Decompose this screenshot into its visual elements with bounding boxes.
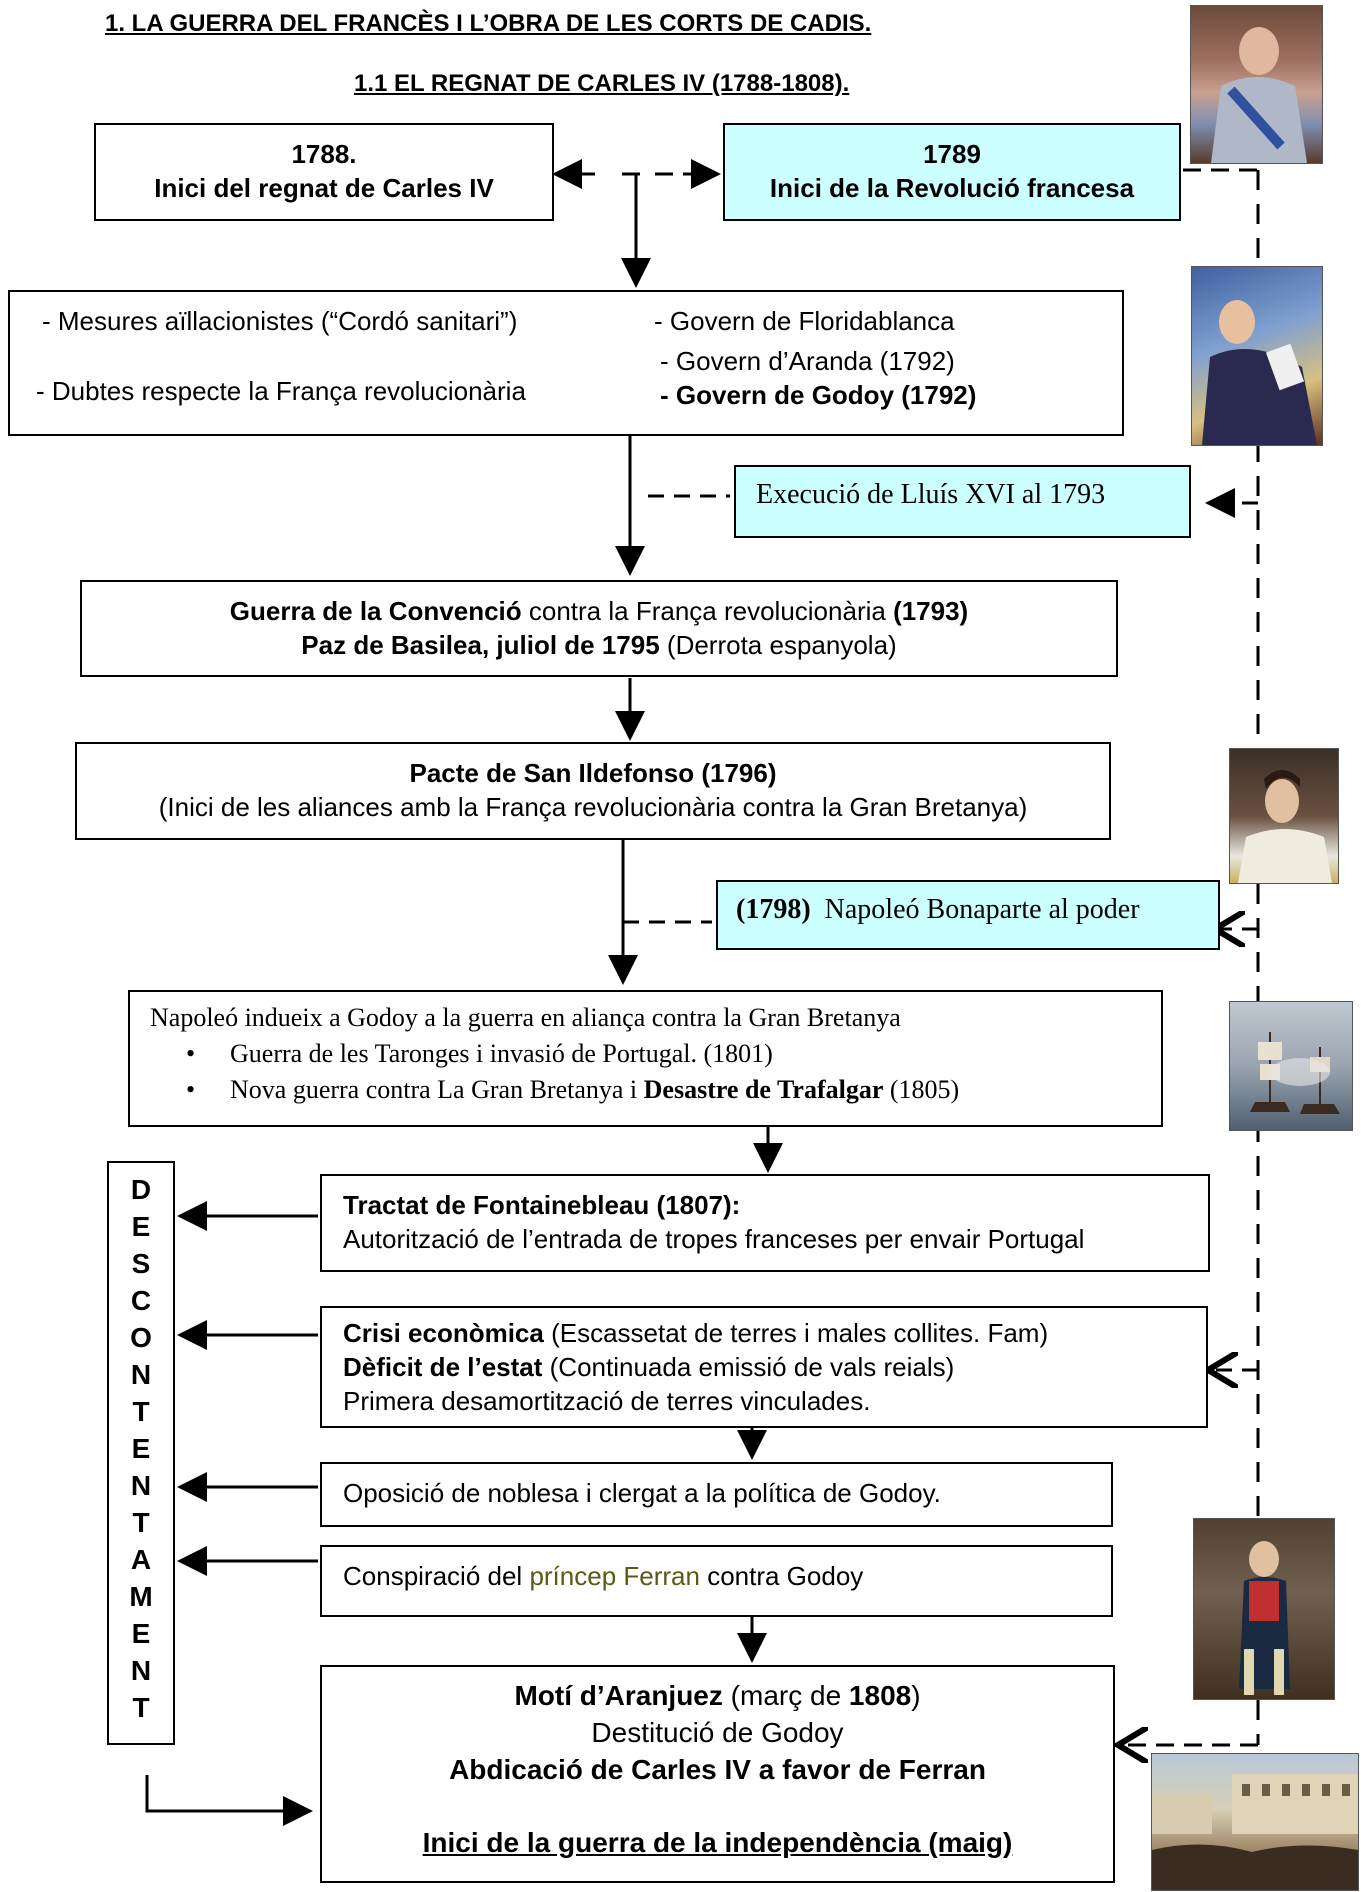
independence-war-start: Inici de la guerra de la independència (… <box>422 1827 1013 1858</box>
box-1788-text: Inici del regnat de Carles IV <box>154 173 494 203</box>
convention-war-desc: contra la França revolucionària <box>521 596 894 626</box>
convention-war-title: Guerra de la Convenció <box>229 596 522 626</box>
crisis-economic: Crisi econòmica <box>343 1318 544 1348</box>
box-measures: - Mesures aïllacionistes (“Cordó sanitar… <box>8 290 1124 436</box>
discontent-letter: T <box>132 1692 150 1723</box>
aranjuez-year: 1808 <box>848 1680 912 1711</box>
box-godoy-war: Napoleó indueix a Godoy a la guerra en a… <box>128 990 1163 1127</box>
conspiracy-text-start: Conspiració del <box>343 1561 530 1591</box>
measures-left-2: - Dubtes respecte la França revolucionàr… <box>36 376 526 406</box>
discontent-letter: E <box>131 1211 151 1242</box>
godoy-war-intro: Napoleó indueix a Godoy a la guerra en a… <box>150 1003 901 1032</box>
portrait-ferran-vii-image <box>1193 1518 1335 1700</box>
carles-abdication: Abdicació de Carles IV a favor de Ferran <box>449 1754 986 1785</box>
box-conspiracy: Conspiració del príncep Ferran contra Go… <box>320 1545 1113 1617</box>
crisis-deficit: Dèficit de l’estat <box>343 1352 543 1382</box>
box-convention-war: Guerra de la Convenció contra la França … <box>80 580 1118 677</box>
discontent-letter: N <box>130 1359 152 1390</box>
aranjuez-date-prefix: (març de <box>722 1680 849 1711</box>
basel-peace: Paz de Basilea, juliol de 1795 <box>301 630 660 660</box>
box-1789-year: 1789 <box>923 139 981 169</box>
box-1789-french-revolution: 1789 Inici de la Revolució francesa <box>723 123 1181 221</box>
box-fontainebleau: Tractat de Fontainebleau (1807): Autorit… <box>320 1174 1210 1272</box>
trafalgar-battle-image <box>1229 1001 1353 1131</box>
godoy-war-item-trafalgar: Nova guerra contra La Gran Bretanya i De… <box>130 1072 1161 1108</box>
discontent-letter: A <box>130 1544 152 1575</box>
box-1788-reign-start: 1788. Inici del regnat de Carles IV <box>94 123 554 221</box>
box-san-ildefonso: Pacte de San Ildefonso (1796) (Inici de … <box>75 742 1111 840</box>
opposition-text: Oposició de noblesa i clergat a la polít… <box>343 1478 941 1508</box>
discontent-letter: M <box>129 1581 153 1612</box>
basel-peace-note: (Derrota espanyola) <box>659 630 897 660</box>
convention-war-year: (1793) <box>893 596 969 626</box>
crisis-economic-desc: (Escassetat de terres i males collites. … <box>543 1318 1049 1348</box>
napoleon-text: Napoleó Bonaparte al poder <box>810 894 1140 925</box>
discontent-letter: E <box>131 1618 151 1649</box>
san-ildefonso-desc: (Inici de les aliances amb la França rev… <box>158 792 1028 822</box>
box-napoleon-power: (1798) Napoleó Bonaparte al poder <box>716 880 1220 950</box>
box-execution-louis-xvi: Execució de Lluís XVI al 1793 <box>734 465 1191 538</box>
aranjuez-palace-image <box>1151 1753 1359 1891</box>
box-1789-text: Inici de la Revolució francesa <box>769 173 1135 203</box>
discontent-letter: N <box>130 1655 152 1686</box>
portrait-godoy-image <box>1191 266 1323 446</box>
discontent-letter: T <box>132 1507 150 1538</box>
box-1788-year: 1788. <box>291 139 357 169</box>
discontent-letter: T <box>132 1396 150 1427</box>
discontent-letter: O <box>130 1322 152 1353</box>
godoy-dismissal: Destitució de Godoy <box>591 1717 844 1748</box>
aranjuez-title: Motí d’Aranjuez <box>514 1680 723 1711</box>
measures-left-1: - Mesures aïllacionistes (“Cordó sanitar… <box>42 306 518 336</box>
trafalgar-disaster: Desastre de Trafalgar <box>643 1075 884 1104</box>
box-opposition: Oposició de noblesa i clergat a la polít… <box>320 1462 1113 1527</box>
measures-right-3: - Govern de Godoy (1792) <box>660 380 977 410</box>
portrait-carles-iv-image <box>1190 5 1323 164</box>
fontainebleau-title: Tractat de Fontainebleau (1807): <box>343 1190 741 1220</box>
aranjuez-date-suffix: ) <box>911 1680 921 1711</box>
crisis-deficit-desc: (Continuada emissió de vals reials) <box>542 1352 955 1382</box>
box-economic-crisis: Crisi econòmica (Escassetat de terres i … <box>320 1306 1208 1428</box>
crisis-desamortization: Primera desamortització de terres vincul… <box>343 1386 871 1416</box>
fontainebleau-desc: Autorització de l’entrada de tropes fran… <box>343 1224 1085 1254</box>
measures-right-1: - Govern de Floridablanca <box>654 306 955 336</box>
execution-text: Execució de Lluís XVI al 1793 <box>756 479 1106 510</box>
section-title: 1.1 EL REGNAT DE CARLES IV (1788-1808). <box>354 70 850 97</box>
discontent-letter: S <box>131 1248 151 1279</box>
measures-right-2: - Govern d’Aranda (1792) <box>660 346 955 376</box>
san-ildefonso-title: Pacte de San Ildefonso (1796) <box>409 758 777 788</box>
portrait-napoleon-image <box>1229 748 1339 884</box>
godoy-war-item-oranges: Guerra de les Taronges i invasió de Port… <box>130 1036 1161 1072</box>
napoleon-year: (1798) <box>736 894 811 925</box>
box-aranjuez-mutiny: Motí d’Aranjuez (març de 1808) Destituci… <box>320 1665 1115 1883</box>
discontent-letter: N <box>130 1470 152 1501</box>
discontent-letter: D <box>130 1174 152 1205</box>
discontent-letter: E <box>131 1433 151 1464</box>
prince-ferran: príncep Ferran <box>529 1561 700 1591</box>
conspiracy-text-end: contra Godoy <box>699 1561 864 1591</box>
godoy-war-list: Guerra de les Taronges i invasió de Port… <box>130 1036 1161 1108</box>
discontent-letter: C <box>130 1285 152 1316</box>
page-title: 1. LA GUERRA DEL FRANCÈS I L’OBRA DE LES… <box>105 10 872 37</box>
